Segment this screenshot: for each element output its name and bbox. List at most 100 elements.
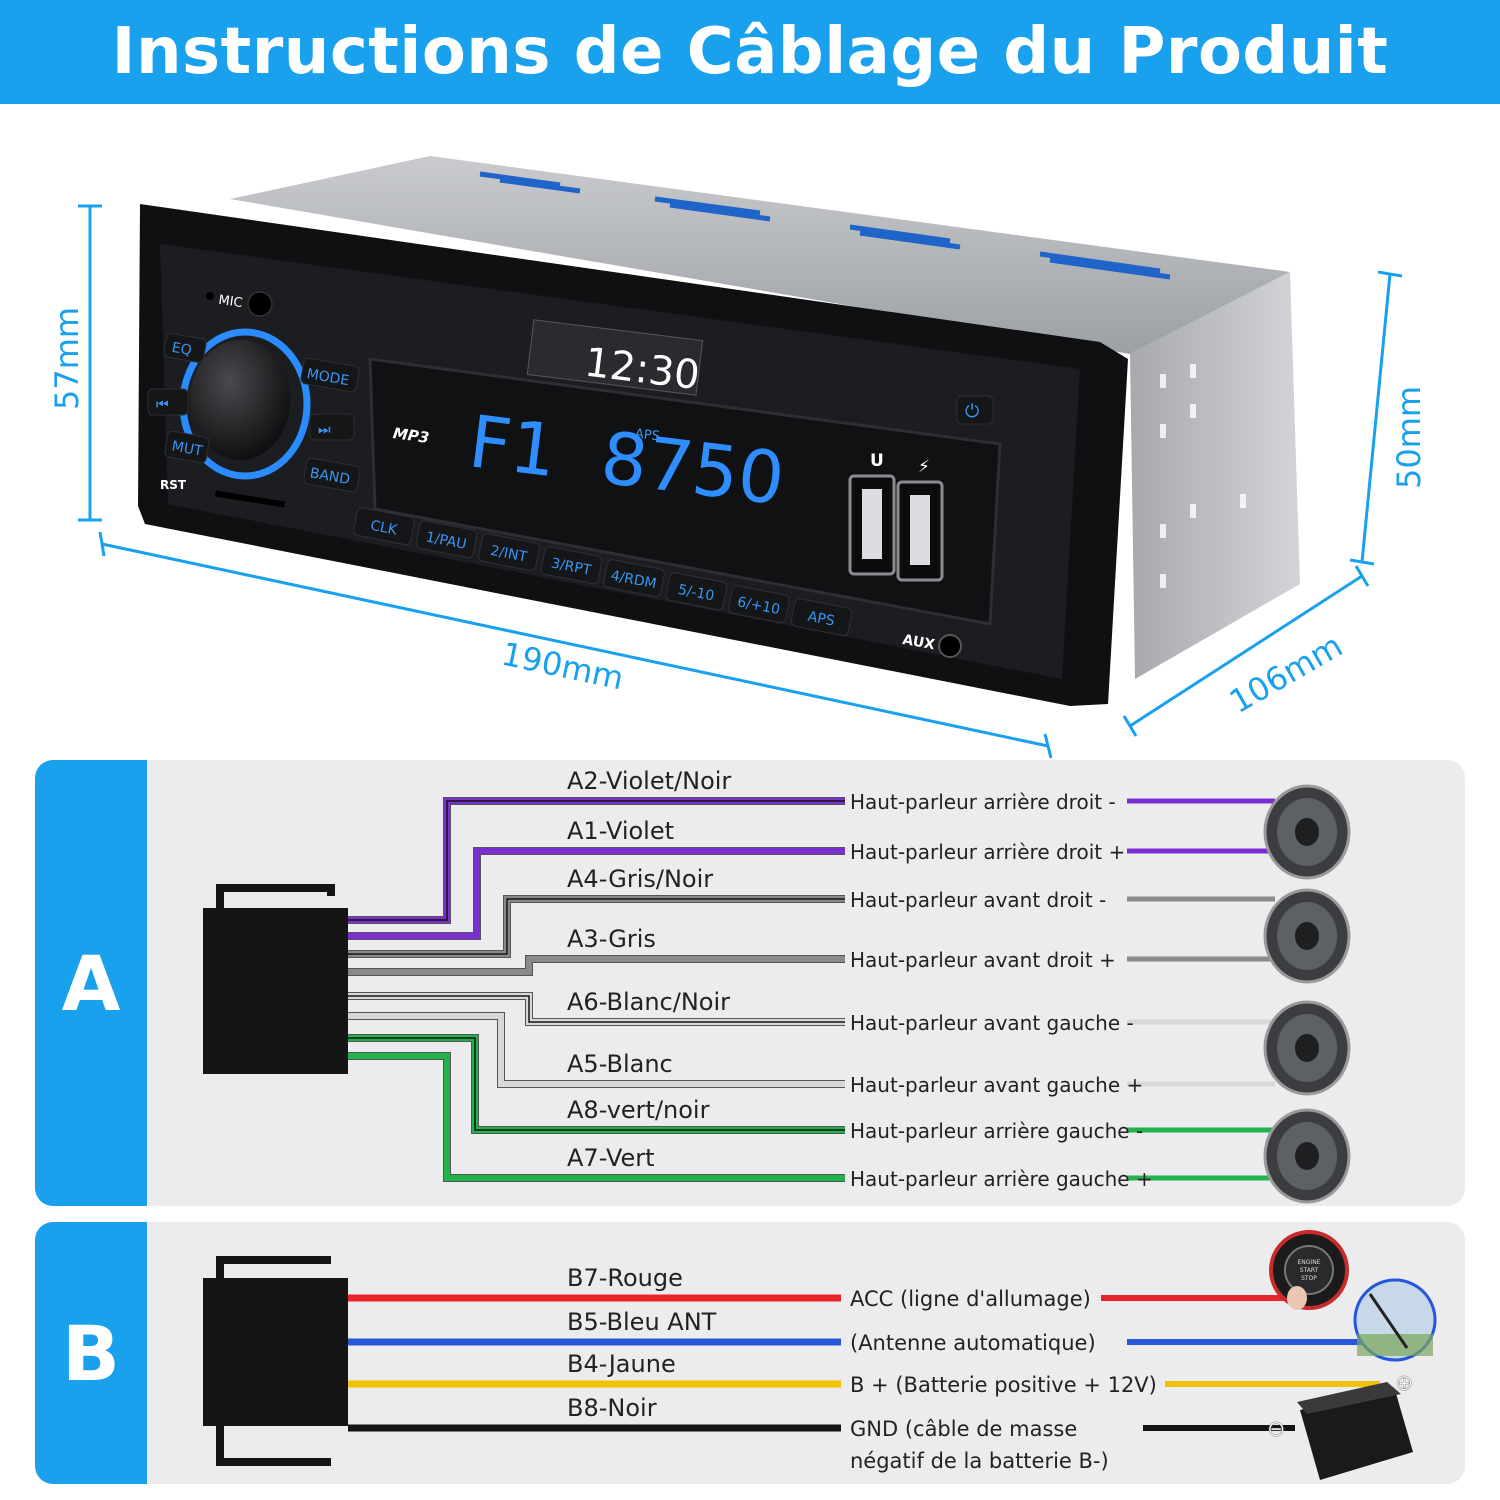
page-title: Instructions de Câblage du Produit [0,0,1500,104]
width-label: 190mm [498,635,627,698]
speaker-dust-cap [1295,1142,1319,1170]
aux-jack[interactable] [938,634,962,658]
chassis-top [230,156,1290,354]
aux-label: AUX [901,632,936,653]
left-buttons: EQ MODE ⏮ ⏭ MUT BAND [147,333,361,493]
battery-minus-icon: ⊖ [1267,1417,1285,1442]
connector-b [203,1278,348,1426]
wire-function-label: ACC (ligne d'allumage) [850,1287,1091,1311]
wire-name-label: B7-Rouge [567,1264,683,1292]
antenna-mast [1368,1293,1409,1349]
mode-button[interactable] [300,357,360,393]
preset-button-body[interactable] [728,585,790,624]
mic-label: MIC [217,293,243,311]
preset-button-label: 2/INT [489,543,529,566]
wire-function-label: Haut-parleur avant gauche + [850,1073,1143,1097]
wire-stripe [348,995,845,1023]
preset-button-body[interactable] [478,533,540,572]
wire-function-label: Haut-parleur avant droit - [850,888,1106,912]
wire-a3-gris [348,956,845,975]
depth-label: 106mm [1223,626,1349,721]
next-icon: ⏭ [318,422,331,438]
wires-b [348,1294,1380,1432]
volume-knob[interactable] [190,340,290,460]
preset-button-7[interactable]: 6/+10 [728,585,790,624]
wire-name-label: A1-Violet [567,817,674,845]
side-height-dim-line [1360,273,1392,563]
sd-slot [214,490,286,508]
finger-icon [1287,1286,1307,1310]
preset-button-5[interactable]: 4/RDM [603,559,665,598]
preset-button-label: 1/PAU [424,529,467,553]
preset-button-body[interactable] [353,507,415,546]
usb-label: U [870,451,884,471]
preset-button-body[interactable] [790,598,853,637]
engine-start-text-2: START [1300,1267,1319,1274]
wire-function-label: (Antenne automatique) [850,1331,1096,1355]
preset-button-body[interactable] [603,559,665,598]
wire-stripe [348,898,845,955]
eq-label: EQ [170,340,192,359]
wire-a1-violet [348,848,845,939]
charge-icon: ⚡ [918,457,930,477]
preset-button-label: 5/-10 [677,582,716,605]
power-button[interactable] [956,395,994,425]
dimension-lines [78,204,1403,759]
wire-name-label: A6-Blanc/Noir [567,988,730,1016]
wire-function-label: GND (câble de masse [850,1417,1077,1441]
prev-button[interactable] [147,388,189,416]
engine-start-text-1: ENGINE [1298,1259,1321,1266]
car-radio-illustration: 12:30 APS F1 8750 MP3 MIC EQ MODE ⏮ ⏭ MU… [48,156,1428,759]
wire-name-label: B5-Bleu ANT [567,1308,717,1336]
wire-function-label-2: négatif de la batterie B-) [850,1449,1109,1473]
wire-name-label: A2-Violet/Noir [567,767,731,795]
preset-button-body[interactable] [415,520,478,559]
wire-function-label: Haut-parleur arrière droit + [850,840,1125,864]
preset-button-1[interactable]: CLK [353,507,415,546]
connector-a [203,908,348,1074]
preset-button-3[interactable]: 2/INT [478,533,540,572]
connector-a-clip [216,884,335,908]
speaker-icon [1263,1000,1351,1096]
battery-plus-icon: ⊕ [1395,1371,1413,1396]
display-window [368,357,1002,626]
preset-button-label: CLK [369,518,399,539]
speaker-icon [1263,888,1351,984]
speaker-dust-cap [1295,922,1319,950]
preset-button-label: APS [806,609,836,630]
band-label: BAND [309,465,352,488]
mic-hole [206,292,214,300]
preset-button-body[interactable] [540,546,603,585]
next-button[interactable] [309,413,355,441]
chassis-side [1130,272,1300,679]
wire-name-label: A5-Blanc [567,1050,673,1078]
power-icon: ⏻ [965,401,979,422]
speaker-icon [1263,1108,1351,1204]
wire-name-label: A4-Gris/Noir [567,865,713,893]
clock-frame [526,319,704,396]
preset-button-body[interactable] [665,572,728,611]
eq-button[interactable] [163,333,207,364]
wire-stripe [348,800,845,921]
width-dim-line [101,542,1049,748]
connector-b-clip-bottom [216,1426,331,1466]
preset-button-6[interactable]: 5/-10 [665,572,728,611]
chassis-vents [479,171,1171,280]
chassis-side-details [1160,364,1246,588]
side-height-label: 50mm [1390,386,1428,489]
preset-button-2[interactable]: 1/PAU [415,520,478,559]
band-button[interactable] [303,457,361,493]
wire-name-label: A3-Gris [567,925,656,953]
wire-name-label: B8-Noir [567,1394,657,1422]
speaker-dust-cap [1295,1034,1319,1062]
reset-label: RST [160,478,187,492]
mute-button[interactable] [164,430,210,464]
preset-button-8[interactable]: APS [790,598,853,637]
preset-button-4[interactable]: 3/RPT [540,546,603,585]
